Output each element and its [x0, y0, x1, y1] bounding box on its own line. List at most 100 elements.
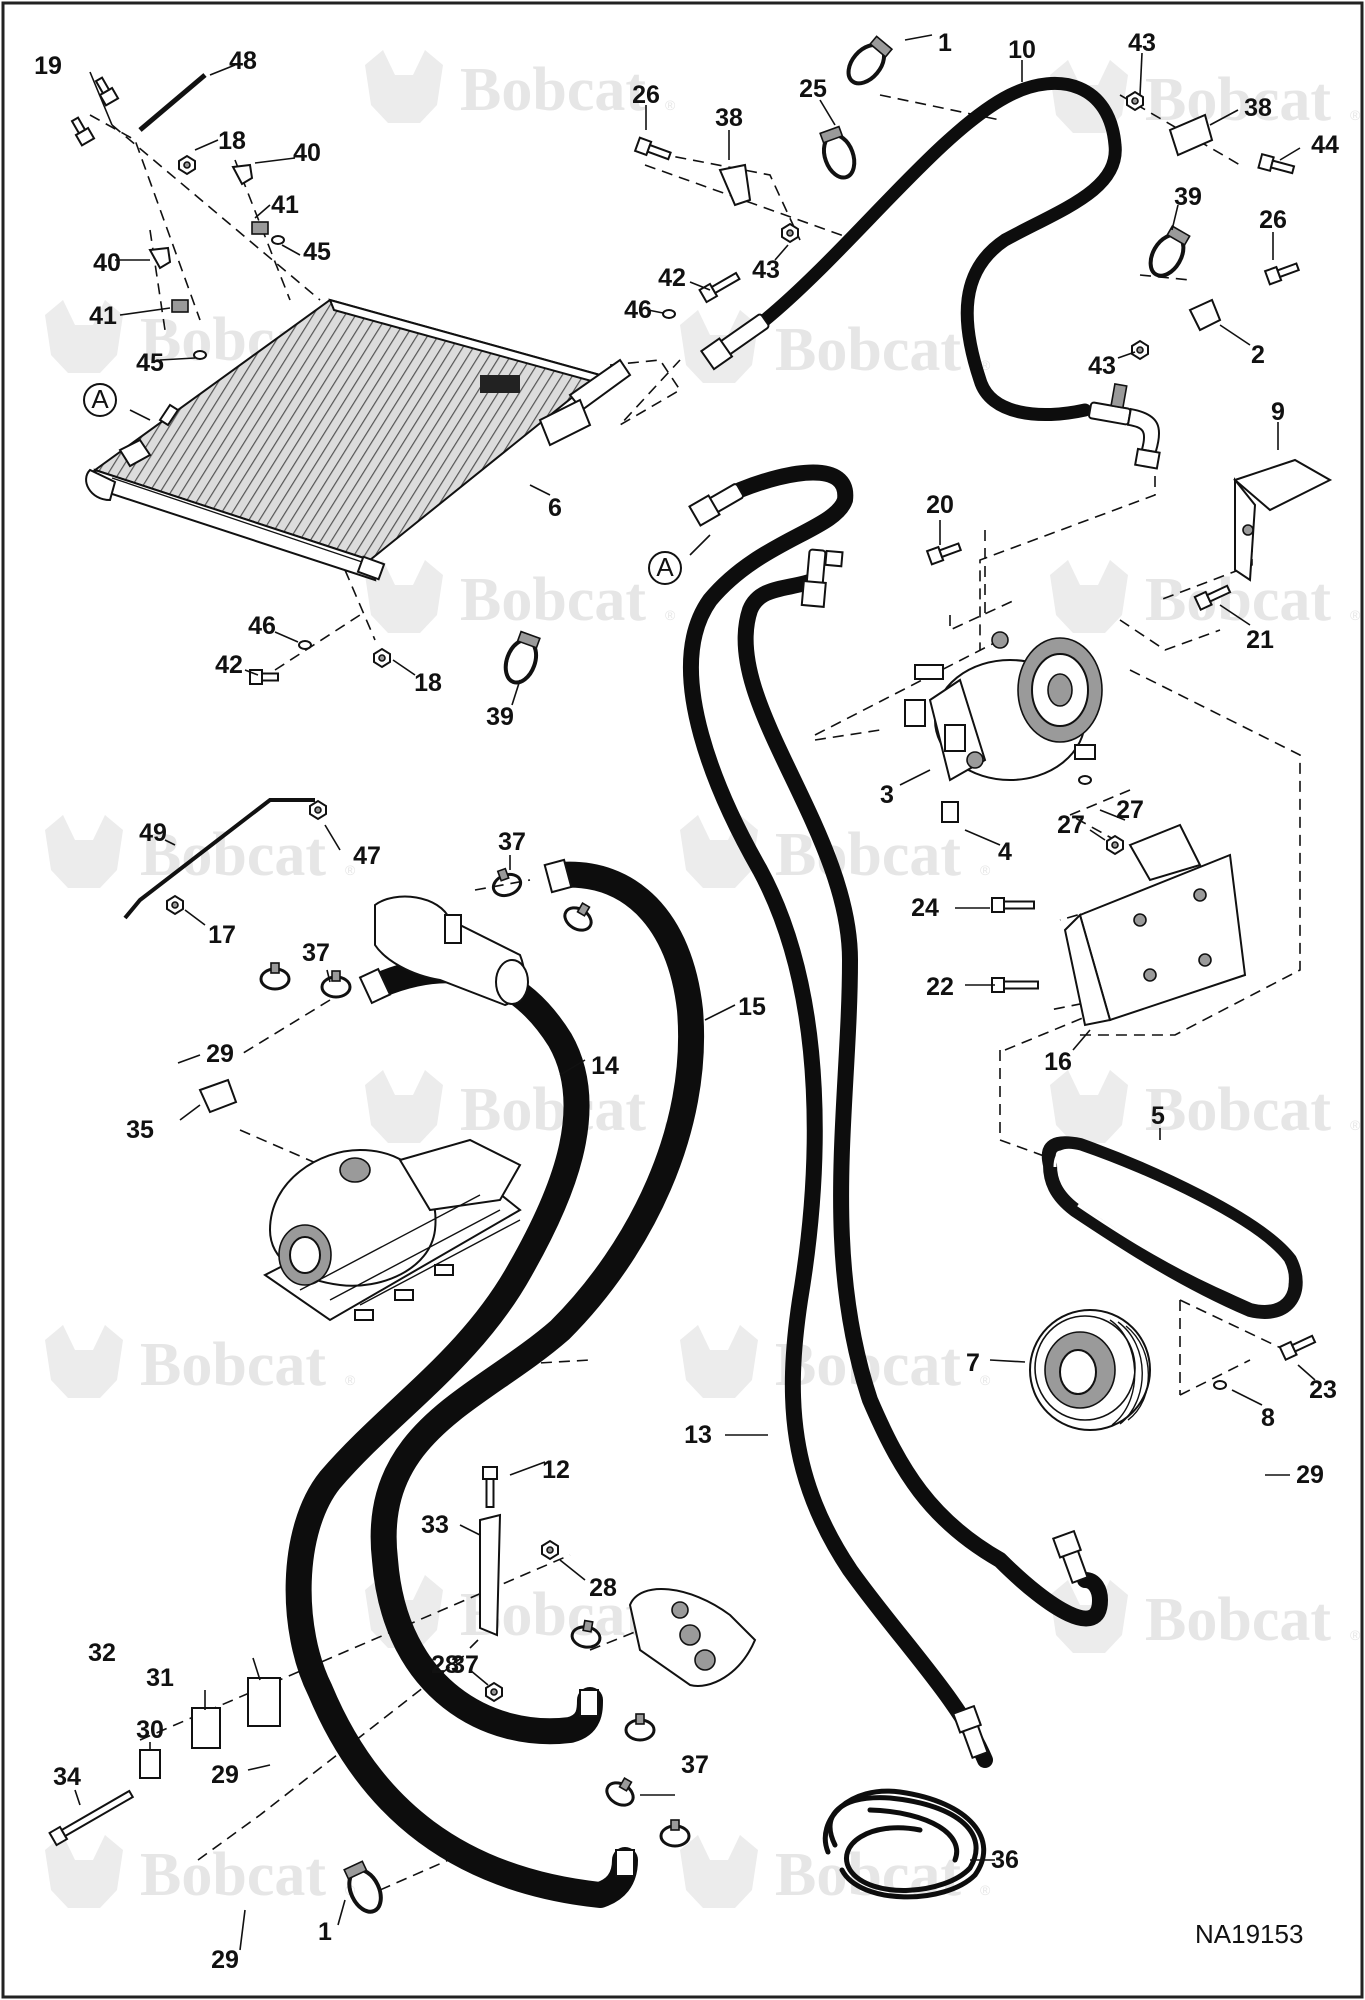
bobcat-logo-mark	[1050, 1070, 1128, 1143]
callout-number: 42	[215, 651, 243, 679]
callout-number: 14	[591, 1052, 619, 1080]
callout-number: 45	[136, 349, 164, 377]
bobcat-watermark: Bobcat®	[45, 1835, 356, 1909]
leader-line	[899, 769, 931, 786]
leader-line	[469, 1639, 479, 1649]
callout-number: 45	[303, 238, 331, 266]
washer-46	[662, 309, 676, 319]
clip-41	[171, 299, 189, 313]
callout-number: 40	[293, 139, 321, 167]
leader-line	[511, 679, 521, 706]
leader-line	[179, 1104, 201, 1121]
callout-number: 1	[318, 1918, 332, 1946]
callout-number: 37	[498, 828, 526, 856]
callout-number: 37	[681, 1751, 709, 1779]
leader-line	[989, 1359, 1026, 1363]
bobcat-watermark: Bobcat®	[680, 1325, 991, 1399]
engine-turbo	[263, 1138, 522, 1322]
leader-line	[529, 484, 551, 496]
callout-labels: 1123456789101112131415161718181920212223…	[34, 29, 1339, 1974]
leader-line	[819, 99, 836, 126]
callout-number: 42	[658, 264, 686, 292]
bolt-26	[633, 136, 672, 161]
callout-number: 22	[926, 973, 954, 1001]
leader-line	[239, 1909, 246, 1951]
bracket-2	[1188, 298, 1222, 332]
bolt-22	[991, 977, 1039, 993]
callout-number: 9	[1271, 398, 1285, 426]
watermark-registered: ®	[980, 1882, 991, 1898]
callout-number: 23	[1309, 1376, 1337, 1404]
bobcat-watermark: Bobcat®	[1050, 560, 1361, 634]
nut-28	[541, 1539, 559, 1561]
clamp-29	[259, 962, 291, 991]
connection-marker: A	[83, 383, 151, 421]
leader-line	[392, 659, 416, 676]
leader-line	[459, 1524, 481, 1536]
bobcat-logo-mark	[365, 560, 443, 633]
bobcat-logo-mark	[365, 50, 443, 123]
pulley-7	[1029, 1309, 1151, 1431]
callout-number: 26	[632, 81, 660, 109]
leader-line	[1089, 829, 1106, 841]
callout-number: 7	[966, 1349, 980, 1377]
connection-marker-letter: A	[91, 384, 109, 414]
nut-43	[1131, 339, 1149, 361]
callout-number: 10	[1008, 36, 1036, 64]
bobcat-logo-mark	[1050, 560, 1128, 633]
hose-15	[370, 861, 704, 1745]
nut-43	[781, 222, 799, 244]
washer-45	[271, 235, 285, 245]
leader-line	[244, 669, 259, 676]
clamp-half-31	[191, 1707, 221, 1749]
clamp-37	[491, 867, 523, 898]
watermark-registered: ®	[1350, 1627, 1361, 1643]
callout-number: 30	[136, 1716, 164, 1744]
nut-47	[309, 799, 327, 821]
watermark-registered: ®	[980, 357, 991, 373]
leader-line	[1072, 1029, 1091, 1051]
bolt-21	[1193, 584, 1232, 612]
bobcat-logo-mark	[45, 1325, 123, 1398]
callout-number: 12	[542, 1456, 570, 1484]
plate-30	[139, 1749, 161, 1779]
bracket-33	[479, 1513, 502, 1637]
bobcat-logo-mark	[365, 1070, 443, 1143]
watermark-brand: Bobcat	[1145, 566, 1331, 634]
leader-line	[1231, 1389, 1263, 1406]
watermark-brand: Bobcat	[460, 56, 646, 124]
hose-11	[737, 572, 1108, 1627]
callout-number: 31	[146, 1664, 174, 1692]
bolt-24	[991, 897, 1035, 913]
callout-number: 15	[738, 993, 766, 1021]
callout-number: 29	[211, 1761, 239, 1789]
watermark-registered: ®	[345, 862, 356, 878]
bolt-34	[48, 1789, 135, 1847]
leader-line	[1117, 351, 1136, 359]
leader-line	[184, 909, 206, 926]
watermark-brand: Bobcat	[1145, 66, 1331, 134]
bobcat-watermark: Bobcat®	[365, 1070, 676, 1144]
leader-line	[89, 71, 113, 126]
callout-number: 6	[548, 494, 562, 522]
leader-line	[177, 1054, 201, 1064]
leader-line	[1099, 809, 1126, 821]
strap-39	[503, 630, 541, 685]
hose-14	[285, 957, 638, 1908]
leader-line	[74, 1789, 81, 1806]
bolt-26	[1263, 262, 1301, 286]
callout-number: 21	[1246, 626, 1274, 654]
watermark-brand: Bobcat	[460, 566, 646, 634]
clamp-25	[819, 125, 857, 180]
callout-number: 4	[998, 838, 1012, 866]
callout-number: 37	[302, 939, 330, 967]
callout-number: 27	[1116, 796, 1144, 824]
callout-number: 43	[1128, 29, 1156, 57]
leader-line	[247, 1764, 271, 1771]
nut-28	[485, 1681, 503, 1703]
callout-number: 33	[421, 1511, 449, 1539]
leader-line	[324, 824, 341, 851]
leader-line	[164, 839, 176, 846]
bobcat-watermark: Bobcat®	[1050, 1580, 1361, 1654]
